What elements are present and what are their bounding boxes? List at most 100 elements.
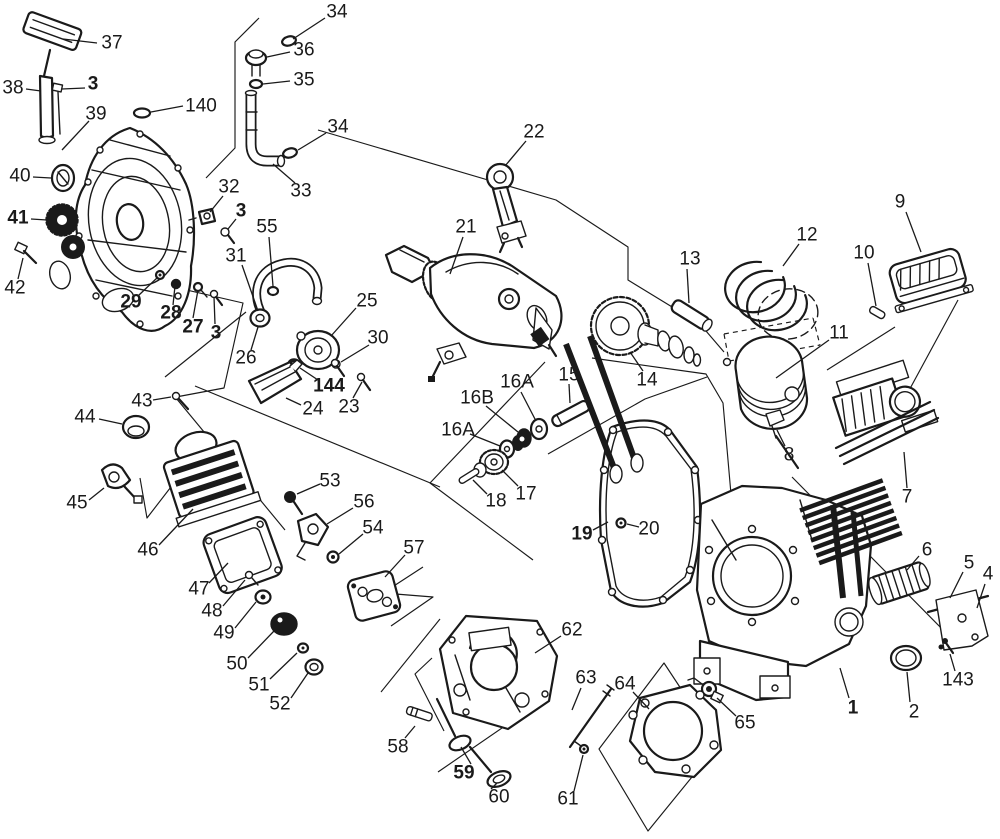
part-number-47: 47: [188, 579, 209, 600]
callout-38: 38: [2, 78, 42, 99]
callout-22: 22: [504, 122, 545, 167]
callout-48: 48: [201, 579, 246, 622]
callout-36: 36: [266, 40, 315, 61]
leader-line-20: [626, 523, 640, 528]
o-ring-140: [132, 107, 152, 119]
part-number-32: 32: [218, 177, 239, 198]
thrust-washers-16: [498, 417, 549, 459]
callout-16A: 16A: [500, 372, 537, 422]
part-number-57: 57: [403, 538, 424, 559]
leader-line-51: [269, 652, 298, 680]
leader-line-37: [62, 38, 98, 44]
callout-35: 35: [262, 70, 315, 91]
part-number-17: 17: [515, 484, 536, 505]
leader-line-9: [905, 211, 922, 253]
callout-64: 64: [614, 674, 650, 710]
part-number-63: 63: [575, 668, 596, 689]
cover-fasteners: [154, 269, 224, 307]
callout-11: 11: [775, 323, 849, 379]
leader-line-3: [227, 218, 237, 230]
part-number-8: 8: [784, 445, 795, 466]
plate-57: [346, 570, 402, 622]
callout-59: 59: [453, 746, 475, 784]
callout-56: 56: [326, 492, 375, 525]
part-number-51: 51: [248, 675, 269, 696]
oil-seal-40: [50, 163, 76, 193]
callout-53: 53: [296, 471, 341, 495]
leader-line-19: [592, 521, 609, 531]
pin-clip: [722, 357, 732, 367]
part-number-3: 3: [211, 323, 222, 344]
crankcase-gasket-19: [597, 419, 703, 608]
crankshaft-21: [384, 244, 563, 382]
callout-46: 46: [137, 508, 194, 561]
oil-pipe-31: [249, 257, 323, 328]
leader-line-17: [501, 469, 519, 487]
callout-34: 34: [297, 117, 349, 151]
bracket-5-4: [926, 589, 990, 651]
part-number-59: 59: [453, 763, 474, 784]
leader-line-44: [98, 418, 123, 425]
callout-40: 40: [9, 166, 52, 187]
breather-tube-6: [868, 561, 931, 606]
leader-line-35: [262, 80, 291, 85]
leader-line-32: [209, 195, 224, 213]
callout-39: 39: [61, 104, 107, 151]
leader-line-31: [241, 264, 259, 312]
leader-line-8: [776, 429, 786, 447]
callout-3: 3: [61, 74, 98, 95]
seal-52: [304, 658, 324, 676]
part-number-6: 6: [922, 540, 933, 561]
cylinder-head-62: [438, 614, 559, 731]
callout-52: 52: [269, 672, 309, 715]
piston-rings-12: [724, 260, 819, 340]
part-number-28: 28: [160, 303, 181, 324]
part-number-12: 12: [796, 225, 817, 246]
stud-63: [568, 684, 615, 755]
callout-20: 20: [626, 519, 660, 540]
part-number-13: 13: [679, 249, 700, 270]
callout-44: 44: [74, 407, 123, 428]
part-number-34: 34: [326, 2, 348, 23]
bolt-53: [284, 491, 304, 516]
leader-line-13: [686, 268, 690, 304]
oil-dipstick: [22, 11, 83, 145]
part-number-62: 62: [561, 620, 582, 641]
part-number-31: 31: [225, 246, 246, 267]
part-number-23: 23: [338, 397, 359, 418]
part-number-53: 53: [319, 471, 340, 492]
leader-line-14: [629, 351, 644, 372]
bolt-23: [356, 372, 366, 382]
part-number-9: 9: [895, 192, 906, 213]
part-number-14: 14: [636, 370, 658, 391]
leader-line-25: [330, 307, 357, 337]
clamp-34b: [282, 147, 298, 159]
callout-29: 29: [120, 276, 159, 313]
leader-line-36: [266, 51, 291, 58]
part-number-16B: 16B: [460, 388, 494, 409]
leader-line-43: [152, 396, 172, 401]
part-number-33: 33: [290, 181, 311, 202]
callout-7: 7: [902, 451, 912, 508]
shaft-15: [551, 399, 591, 428]
callout-65: 65: [716, 697, 756, 734]
leader-line-2: [906, 671, 911, 703]
callout-24: 24: [285, 397, 324, 420]
bolt-3b: [220, 227, 230, 237]
part-number-55: 55: [256, 217, 277, 238]
crankcase-cover: [45, 126, 196, 332]
part-number-40: 40: [9, 166, 30, 187]
part-number-49: 49: [213, 623, 234, 644]
leader-line-30: [340, 344, 370, 363]
part-number-42: 42: [4, 278, 25, 299]
bracket-45: [100, 463, 143, 504]
callout-10: 10: [853, 243, 877, 307]
leader-line-60: [490, 782, 498, 790]
leader-line-63: [571, 687, 582, 711]
part-number-5: 5: [964, 553, 975, 574]
bolt-42: [14, 241, 38, 265]
callout-49: 49: [213, 601, 257, 644]
callout-3: 3: [211, 296, 222, 344]
leader-line-1: [839, 667, 850, 699]
